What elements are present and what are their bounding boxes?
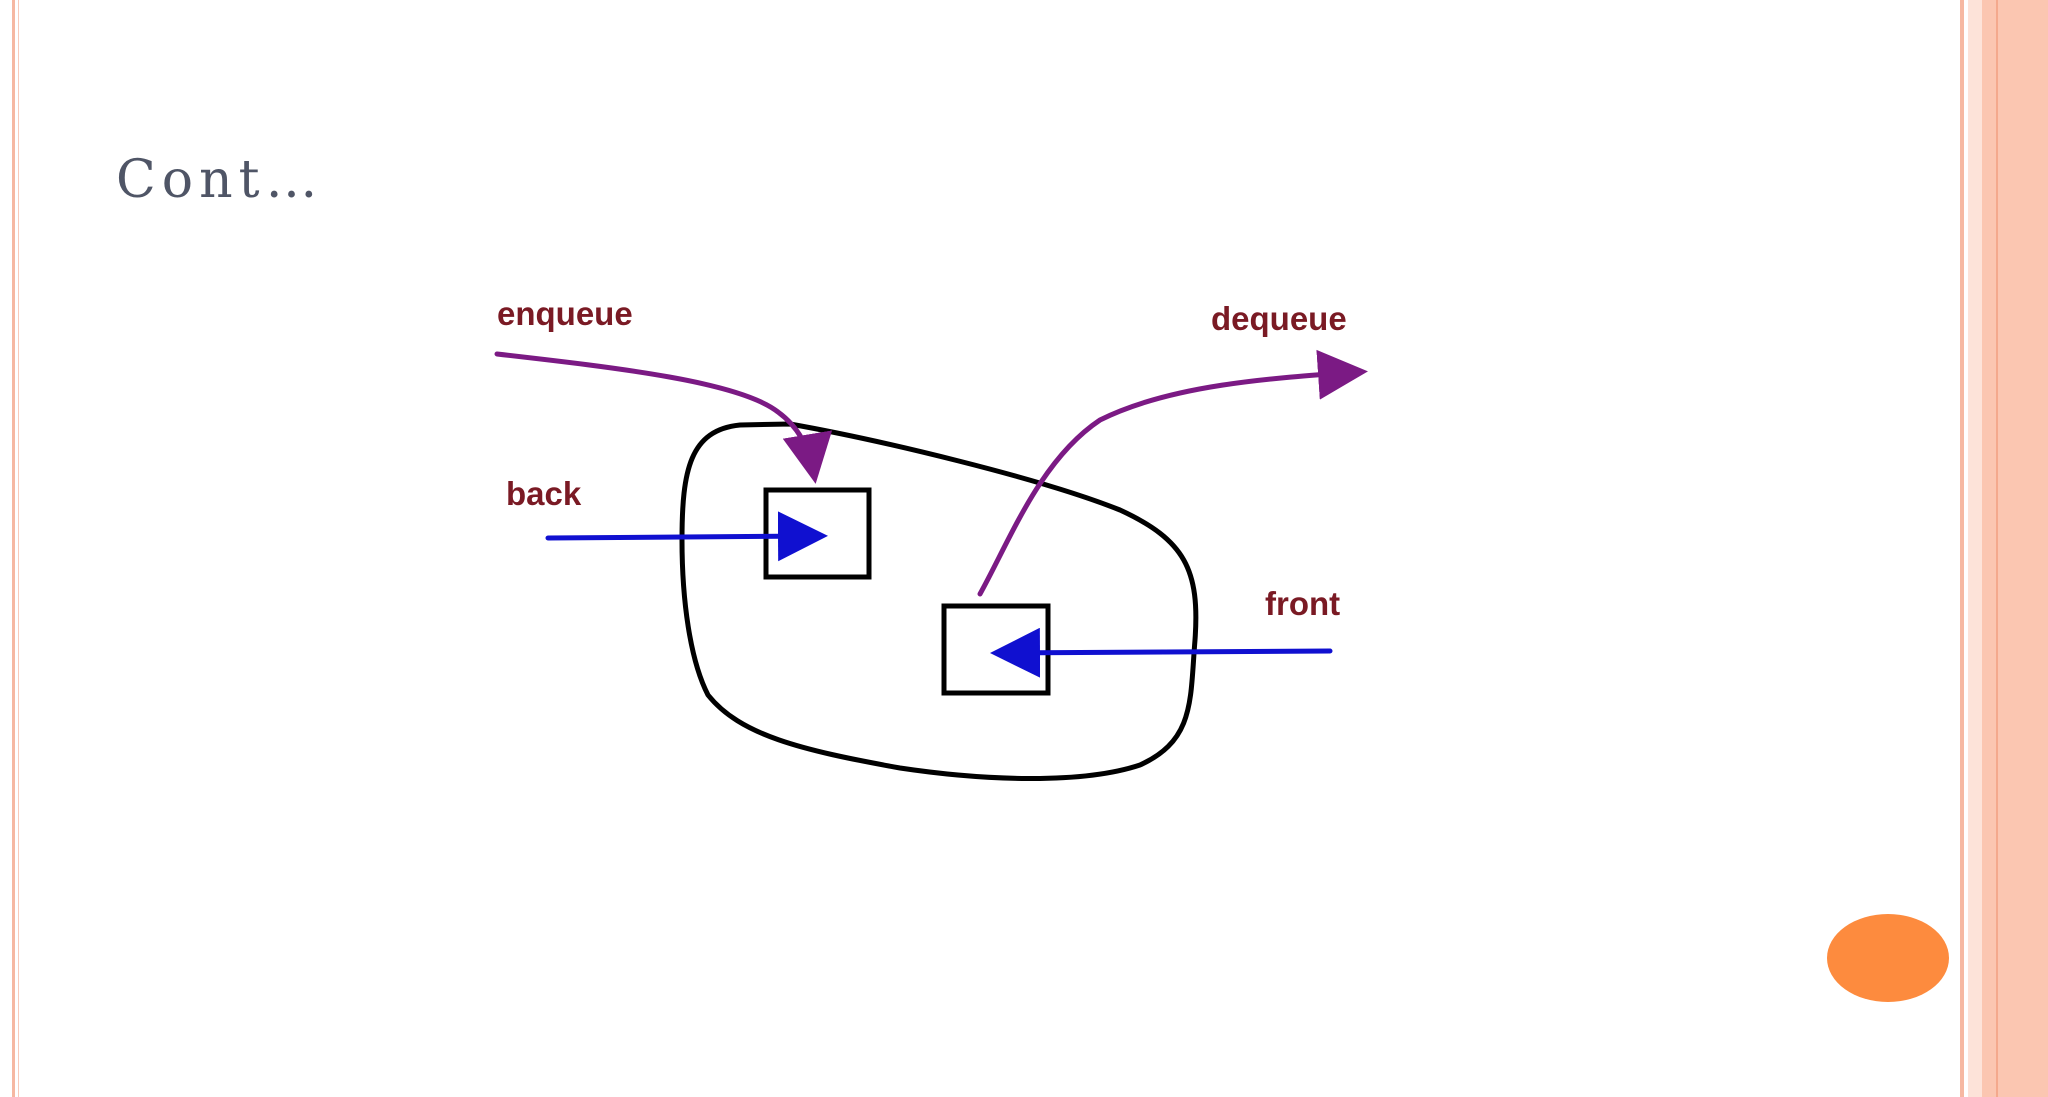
slide-number-badge (1827, 914, 1949, 1002)
back-pointer-arrow (545, 511, 828, 562)
right-border-line (1960, 0, 1964, 1097)
front-label: front (1265, 585, 1340, 622)
right-band-line (1996, 0, 1998, 1097)
front-pointer-arrow (990, 627, 1333, 678)
dequeue-label: dequeue (1211, 300, 1347, 337)
right-border-light-strip (1968, 0, 1982, 1097)
left-border-inner-line (18, 0, 19, 1097)
front-element-box (941, 603, 1051, 696)
queue-outline (679, 421, 1199, 781)
right-decorative-band (1982, 0, 2048, 1097)
left-border-line (12, 0, 15, 1097)
back-element-box (763, 487, 872, 580)
enqueue-label: enqueue (497, 295, 633, 332)
slide-title: Cont… (116, 150, 324, 210)
dequeue-arrow (977, 349, 1368, 597)
enqueue-arrow (494, 351, 833, 484)
back-label: back (506, 475, 582, 512)
